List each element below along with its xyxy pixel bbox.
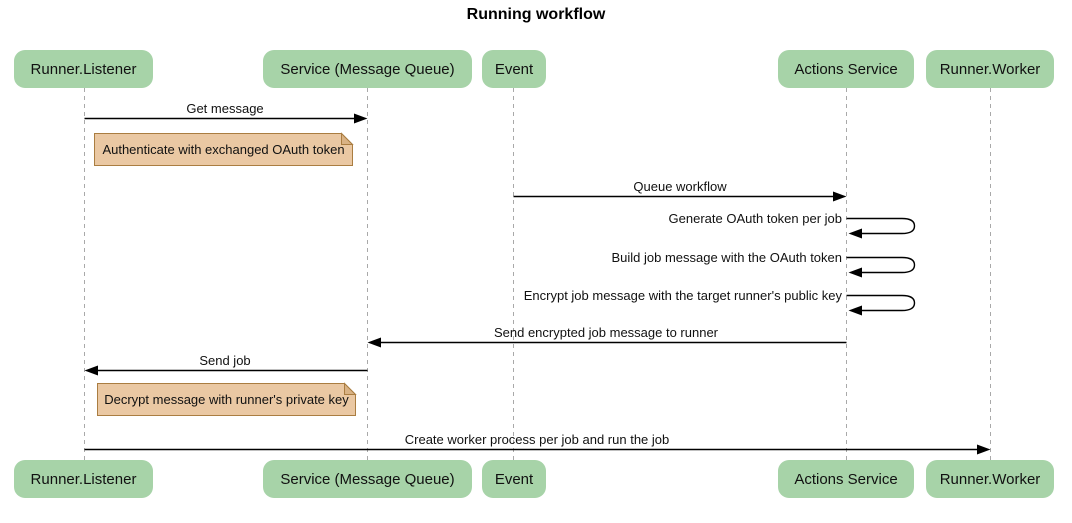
- diagram-title: Running workflow: [466, 6, 606, 23]
- actor-actions-service-top: Actions Service: [778, 50, 914, 88]
- actor-runner-worker-bottom: Runner.Worker: [926, 460, 1054, 498]
- actor-runner-listener-top: Runner.Listener: [14, 50, 153, 88]
- note-decrypt: Decrypt message with runner's private ke…: [104, 392, 349, 407]
- actor-event-top: Event: [482, 50, 546, 88]
- message-label-send-encrypted-job: Send encrypted job message to runner: [493, 325, 719, 340]
- message-label-create-worker: Create worker process per job and run th…: [404, 432, 670, 447]
- message-label-send-job: Send job: [199, 353, 251, 368]
- arrowhead-right-icon: [833, 191, 847, 202]
- selfloop-encrypt-job-message: [846, 294, 916, 312]
- selfloop-build-job-message: [846, 256, 916, 274]
- actor-actions-service-bottom: Actions Service: [778, 460, 914, 498]
- arrowhead-left-icon: [848, 305, 862, 316]
- arrowhead-left-icon: [367, 337, 381, 348]
- note-authenticate: Authenticate with exchanged OAuth token: [102, 142, 345, 157]
- note-fold-icon: [344, 382, 357, 395]
- message-label-build-job-message: Build job message with the OAuth token: [611, 250, 842, 265]
- arrowhead-right-icon: [354, 113, 368, 124]
- message-label-encrypt-job-message: Encrypt job message with the target runn…: [523, 288, 842, 303]
- note-fold-icon: [341, 132, 354, 145]
- actor-service-message-queue-bottom: Service (Message Queue): [263, 460, 472, 498]
- arrowhead-left-icon: [848, 267, 862, 278]
- arrowhead-left-icon: [848, 228, 862, 239]
- actor-runner-worker-top: Runner.Worker: [926, 50, 1054, 88]
- selfloop-generate-oauth-token: [846, 217, 916, 235]
- arrowhead-right-icon: [977, 444, 991, 455]
- note-decrypt-shape: [97, 383, 356, 416]
- actor-service-message-queue-top: Service (Message Queue): [263, 50, 472, 88]
- message-label-generate-oauth-token: Generate OAuth token per job: [668, 211, 842, 226]
- actor-runner-listener-bottom: Runner.Listener: [14, 460, 153, 498]
- arrowhead-left-icon: [84, 365, 98, 376]
- message-label-queue-workflow: Queue workflow: [633, 179, 727, 194]
- note-authenticate-shape: [94, 133, 353, 166]
- message-label-get-message: Get message: [186, 101, 264, 116]
- actor-event-bottom: Event: [482, 460, 546, 498]
